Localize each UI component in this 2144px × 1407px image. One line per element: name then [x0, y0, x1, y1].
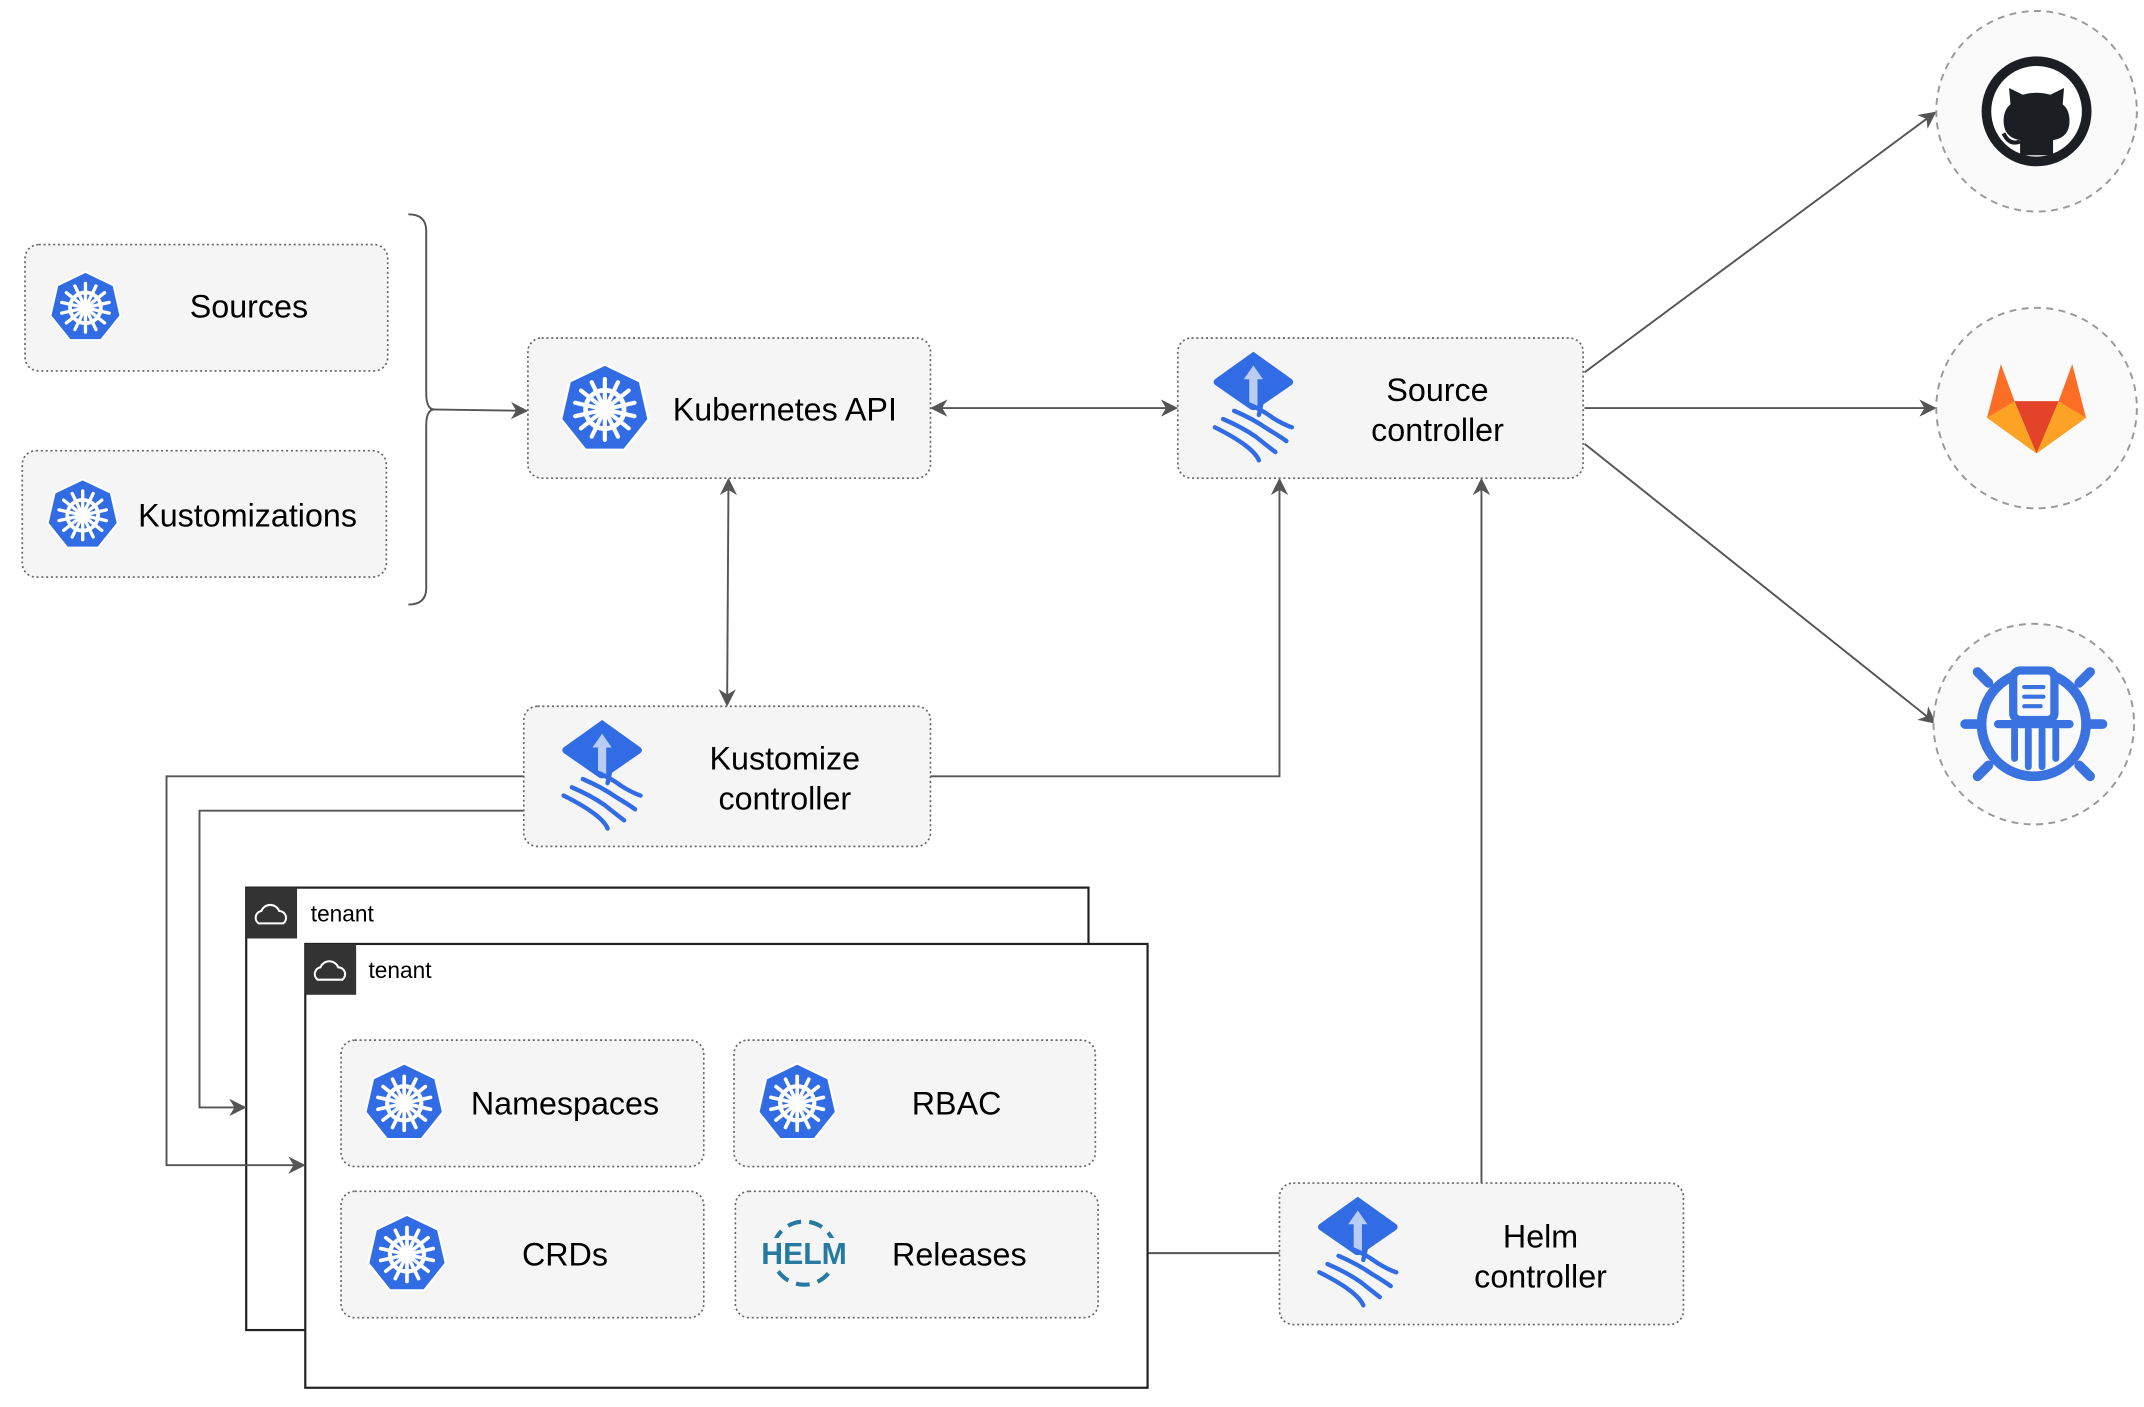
- cloud-icon: [313, 960, 347, 981]
- node-namespaces[interactable]: Namespaces: [340, 1039, 705, 1168]
- helm-icon: HELM: [758, 1219, 850, 1287]
- edge-kustomize-to-tenant-front: [165, 775, 524, 1174]
- edge-source-to-harbor: [1583, 443, 1937, 724]
- node-label: controller: [1474, 1258, 1607, 1294]
- node-label: Kustomize: [710, 740, 861, 776]
- node-kubernetes-api[interactable]: Kubernetes API: [527, 337, 932, 479]
- external-github[interactable]: [1935, 10, 2138, 213]
- tenant-label: tenant: [311, 901, 375, 927]
- helm-icon-text: HELM: [761, 1238, 847, 1271]
- edge-crds-to-kubernetes-api: [430, 401, 529, 420]
- node-label: Sources: [190, 288, 308, 324]
- node-label: Helm: [1503, 1219, 1578, 1255]
- github-icon: [1981, 56, 2092, 167]
- node-label: RBAC: [912, 1085, 1002, 1121]
- node-label: Namespaces: [471, 1085, 659, 1121]
- node-label: Source: [1386, 372, 1488, 408]
- edge-source-to-github: [1583, 111, 1937, 374]
- node-crds[interactable]: CRDs: [340, 1190, 705, 1319]
- node-sources[interactable]: Sources: [24, 243, 389, 372]
- edge-kustomize-to-source: [930, 477, 1289, 778]
- node-label: CRDs: [522, 1236, 608, 1272]
- node-kustomize-controller[interactable]: Kustomize controller: [522, 705, 932, 848]
- node-label: Kustomizations: [138, 497, 357, 533]
- tenant-header-icon-bg: [305, 943, 357, 995]
- node-helm-controller[interactable]: Helm controller: [1278, 1182, 1685, 1326]
- external-harbor[interactable]: [1932, 622, 2136, 826]
- node-label: Releases: [892, 1236, 1027, 1272]
- node-releases[interactable]: HELM Releases: [734, 1190, 1099, 1319]
- node-label: controller: [1371, 412, 1504, 448]
- edge-kustomize-to-tenant-back: [198, 809, 524, 1117]
- external-gitlab[interactable]: [1935, 306, 2138, 510]
- harbor-icon: [1960, 666, 2108, 782]
- tenant-header-icon-bg: [246, 887, 298, 939]
- node-kustomizations[interactable]: Kustomizations: [21, 449, 388, 578]
- tenant-label: tenant: [369, 957, 433, 983]
- node-label: controller: [718, 780, 851, 816]
- edge-kubernetes-api-kustomize-controller: [718, 477, 738, 707]
- gitlab-icon: [1987, 364, 2087, 454]
- cloud-icon: [254, 903, 288, 925]
- node-rbac[interactable]: RBAC: [733, 1039, 1097, 1168]
- node-source-controller[interactable]: Source controller: [1176, 337, 1584, 479]
- node-label: Kubernetes API: [673, 391, 897, 427]
